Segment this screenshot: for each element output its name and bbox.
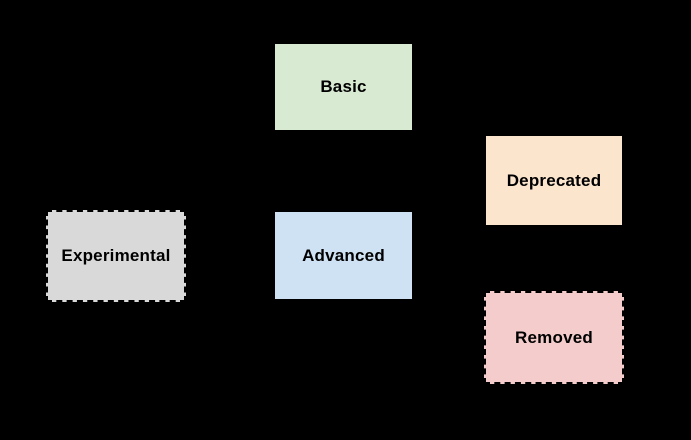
node-removed: Removed bbox=[484, 291, 624, 384]
node-removed-label: Removed bbox=[515, 327, 593, 347]
node-deprecated-label: Deprecated bbox=[506, 170, 602, 190]
node-advanced: Advanced bbox=[273, 210, 414, 301]
node-basic: Basic bbox=[273, 42, 414, 132]
node-experimental-label: Experimental bbox=[61, 246, 171, 265]
node-basic-label: Basic bbox=[320, 77, 367, 96]
node-experimental: Experimental bbox=[46, 210, 186, 302]
node-advanced-label: Advanced bbox=[302, 245, 385, 265]
node-deprecated: Deprecated bbox=[484, 134, 624, 227]
